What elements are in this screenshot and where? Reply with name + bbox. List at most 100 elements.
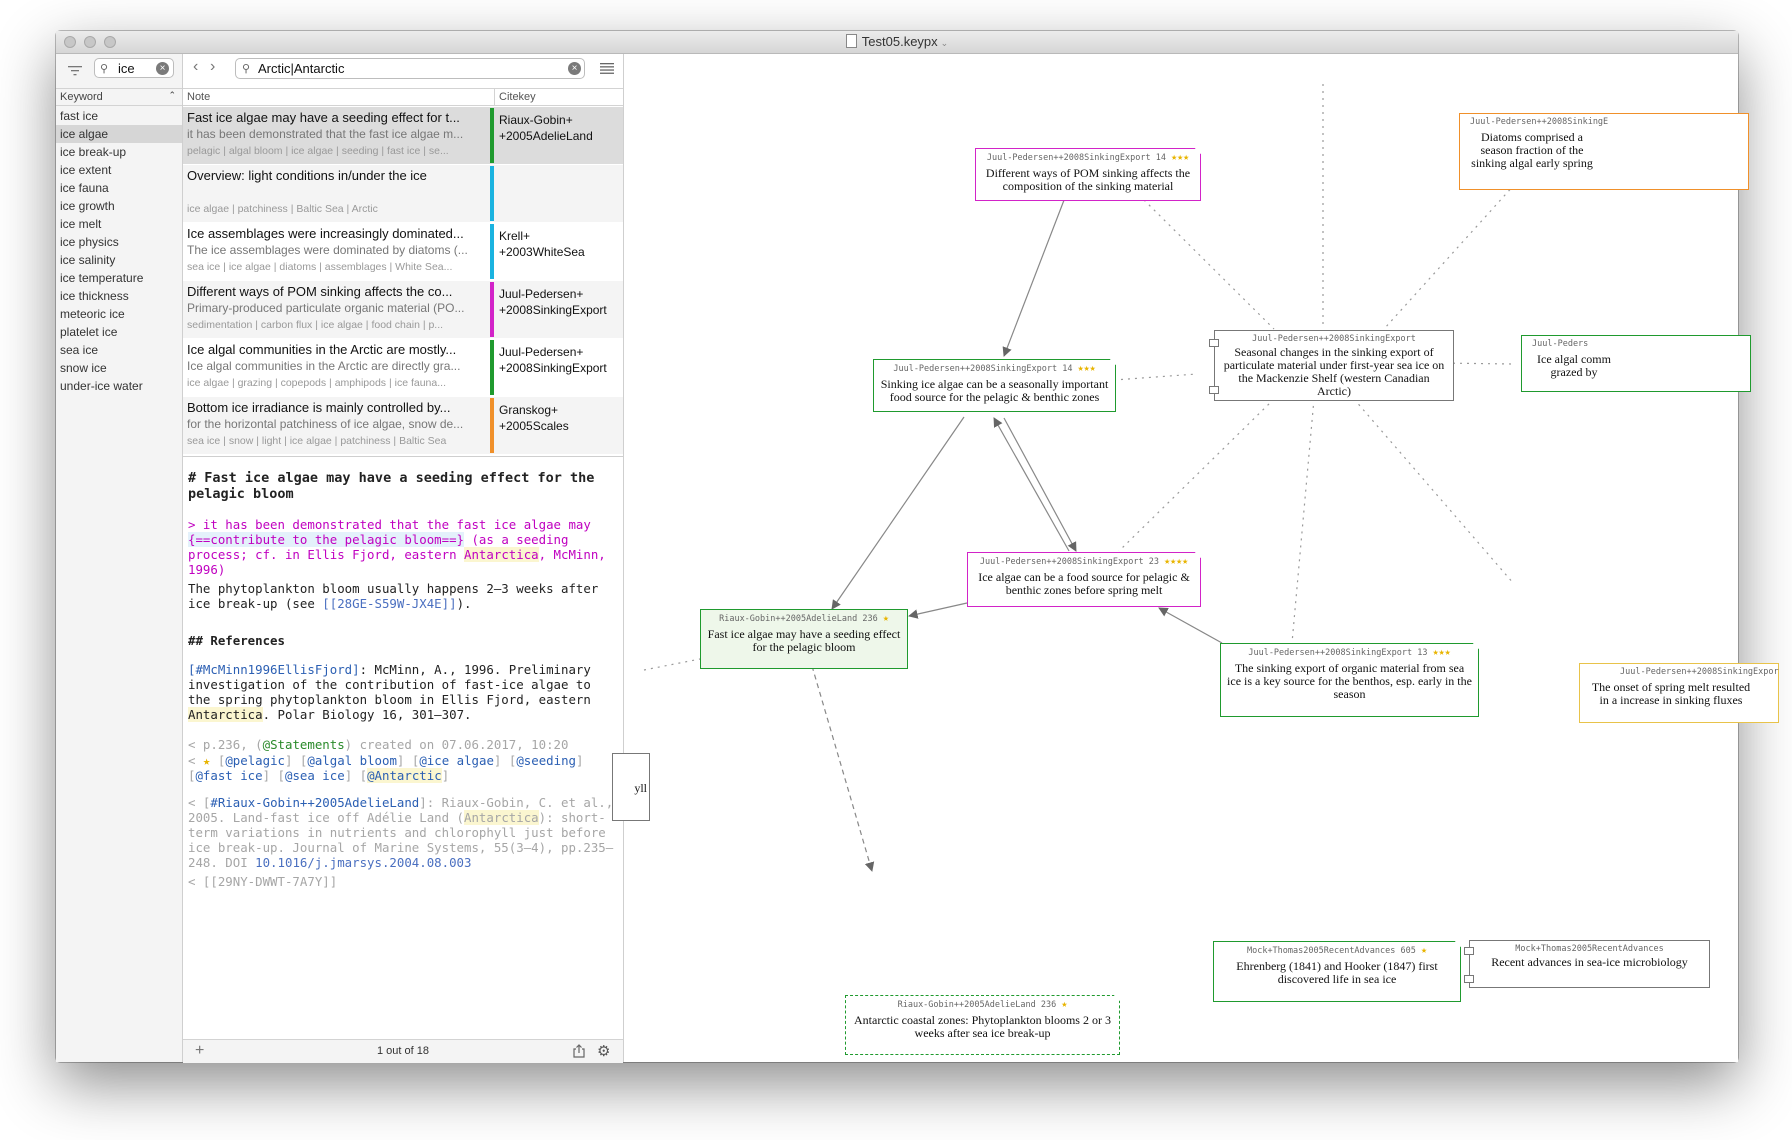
- graph-edge-dotted: [1291, 398, 1315, 644]
- note-link[interactable]: [[28GE-S59W-JX4E]]: [322, 596, 457, 611]
- notes-toolbar: ‹ › ⚲ Arctic|Antarctic ×: [183, 54, 623, 88]
- close-window-button[interactable]: [64, 36, 76, 48]
- note-row[interactable]: Ice assemblages were increasingly domina…: [183, 223, 623, 281]
- keyword-item[interactable]: meteoric ice: [60, 307, 125, 321]
- share-icon[interactable]: [573, 1044, 585, 1058]
- graph-edge-dotted: [1113, 373, 1198, 381]
- keyword-item[interactable]: ice break-up: [60, 145, 127, 159]
- note-color-label: [490, 224, 494, 279]
- reference-entry: [#McMinn1996EllisFjord]: McMinn, A., 199…: [188, 662, 599, 722]
- graph-edge: [1003, 417, 1077, 552]
- graph-edge: [1158, 607, 1223, 644]
- keyword-item[interactable]: ice thickness: [60, 289, 129, 303]
- star-rating: ★★★: [1077, 363, 1096, 374]
- graph-edge: [831, 416, 965, 610]
- star-rating: ★: [1420, 945, 1428, 956]
- window-title[interactable]: Test05.keypx⌄: [56, 34, 1738, 49]
- note-row[interactable]: Overview: light conditions in/under the …: [183, 165, 623, 223]
- keyword-search-input[interactable]: ⚲ ice ×: [94, 58, 174, 78]
- note-color-label: [490, 166, 494, 221]
- sort-ascending-icon: ⌃: [168, 90, 176, 100]
- graph-node-seasonal-changes[interactable]: Juul-Pedersen++2008SinkingExport Seasona…: [1209, 330, 1454, 401]
- chevron-down-icon: ⌄: [940, 38, 949, 48]
- star-rating: ★★★: [1171, 152, 1190, 163]
- graph-node-ehrenberg[interactable]: Mock+Thomas2005RecentAdvances 605 ★ Ehre…: [1213, 940, 1462, 1002]
- note-row[interactable]: Ice algal communities in the Arctic are …: [183, 339, 623, 397]
- back-arrow-icon[interactable]: ‹: [193, 58, 199, 75]
- filter-icon[interactable]: [68, 65, 82, 77]
- graph-edge-dotted: [1353, 398, 1515, 585]
- graph-edge: [1002, 194, 1067, 357]
- note-row[interactable]: Different ways of POM sinking affects th…: [183, 281, 623, 339]
- graph-edge-dotted: [1138, 194, 1275, 330]
- add-note-button[interactable]: +: [195, 1042, 205, 1059]
- note-row[interactable]: Bottom ice irradiance is mainly controll…: [183, 397, 623, 455]
- note-paragraph: The phytoplankton bloom usually happens …: [188, 581, 606, 611]
- note-link-line[interactable]: < [[29NY-DWWT-7A7Y]]: [188, 874, 338, 889]
- star-icon: ★: [202, 753, 211, 768]
- document-icon: [845, 34, 857, 48]
- clear-search-icon[interactable]: ×: [568, 62, 581, 75]
- list-view-icon[interactable]: [600, 63, 614, 74]
- graph-node-sinking-export[interactable]: Juul-Pedersen++2008SinkingExport 13 ★★★ …: [1220, 642, 1480, 717]
- keyword-item[interactable]: ice extent: [60, 163, 112, 177]
- note-count: 1 out of 18: [377, 1045, 429, 1057]
- graph-node-fast-ice-selected[interactable]: Riaux-Gobin++2005AdelieLand 236 ★ Fast i…: [700, 609, 908, 669]
- note-color-label: [490, 398, 494, 453]
- graph-node-pom[interactable]: Juul-Pedersen++2008SinkingExport 14 ★★★ …: [975, 147, 1202, 201]
- graph-node-diatoms[interactable]: Juul-Pedersen++2008SinkingE Diatoms comp…: [1459, 113, 1749, 190]
- graph-node-partial[interactable]: yll: [612, 753, 650, 821]
- graph-edge-dotted: [643, 658, 701, 671]
- note-metadata: < p.236, (@Statements) created on 07.06.…: [188, 737, 569, 752]
- keyword-item[interactable]: ice melt: [60, 217, 102, 231]
- keyword-item[interactable]: ice fauna: [60, 181, 109, 195]
- keyword-column-header[interactable]: Keyword ⌃: [56, 88, 182, 106]
- keyword-item-selected[interactable]: ice algae: [56, 125, 182, 143]
- graph-node-spring-melt[interactable]: Juul-Pedersen++2008SinkingExpor The onse…: [1579, 663, 1779, 723]
- graph-node-grazed[interactable]: Juul-Peders Ice algal comm grazed by: [1521, 335, 1751, 392]
- keyword-item[interactable]: ice growth: [60, 199, 115, 213]
- gear-icon[interactable]: ⚙: [597, 1043, 611, 1060]
- doi-link[interactable]: 10.1016/j.jmarsys.2004.08.003: [255, 855, 472, 870]
- note-quote: > it has been demonstrated that the fast…: [188, 517, 614, 577]
- note-color-label: [490, 108, 494, 163]
- graph-edge: [908, 602, 968, 619]
- keyword-list: fast ice ice algae ice break-up ice exte…: [56, 107, 182, 395]
- notes-list: Fast ice algae may have a seeding effect…: [183, 107, 623, 455]
- graph-node-seasonal-food[interactable]: Juul-Pedersen++2008SinkingExport 14 ★★★ …: [873, 358, 1117, 412]
- notes-column-header[interactable]: Note Citekey: [183, 88, 623, 106]
- note-editor[interactable]: # Fast ice algae may have a seeding effe…: [183, 456, 623, 975]
- keyword-item[interactable]: snow ice: [60, 361, 107, 375]
- keyword-item[interactable]: ice physics: [60, 235, 119, 249]
- minimize-window-button[interactable]: [84, 36, 96, 48]
- star-rating: ★★★: [1432, 647, 1451, 658]
- graph-node-recent-advances[interactable]: Mock+Thomas2005RecentAdvances Recent adv…: [1464, 940, 1710, 988]
- keyword-item[interactable]: ice temperature: [60, 271, 144, 285]
- keyword-item[interactable]: platelet ice: [60, 325, 118, 339]
- note-tags: < ★ [@pelagic] [@algal bloom] [@ice alga…: [188, 753, 591, 783]
- note-color-label: [490, 340, 494, 395]
- search-icon: ⚲: [100, 63, 109, 75]
- note-color-label: [490, 282, 494, 337]
- graph-node-food-before-melt[interactable]: Juul-Pedersen++2008SinkingExport 23 ★★★★…: [967, 551, 1202, 607]
- clear-search-icon[interactable]: ×: [156, 62, 169, 75]
- zoom-window-button[interactable]: [104, 36, 116, 48]
- keyword-item[interactable]: fast ice: [60, 109, 99, 123]
- references-heading: ## References: [188, 633, 285, 648]
- note-row[interactable]: Fast ice algae may have a seeding effect…: [183, 107, 623, 165]
- star-rating: ★★★★: [1164, 556, 1189, 567]
- notes-footer: + 1 out of 18 ⚙: [183, 1039, 623, 1063]
- search-icon: ⚲: [242, 63, 251, 75]
- title-bar: Test05.keypx⌄: [56, 31, 1738, 54]
- graph-edge-dashed: [811, 665, 875, 872]
- graph-canvas[interactable]: Juul-Pedersen++2008SinkingExport 14 ★★★ …: [612, 54, 1779, 1062]
- keyword-item[interactable]: ice salinity: [60, 253, 116, 267]
- graph-edge-dotted: [1118, 398, 1275, 552]
- forward-arrow-icon[interactable]: ›: [210, 58, 216, 75]
- graph-edge: [993, 417, 1070, 552]
- note-search-input[interactable]: ⚲ Arctic|Antarctic ×: [235, 58, 585, 79]
- keyword-toolbar: ⚲ ice ×: [56, 54, 182, 88]
- graph-node-coastal[interactable]: Riaux-Gobin++2005AdelieLand 236 ★ Antarc…: [845, 994, 1121, 1055]
- keyword-item[interactable]: under-ice water: [60, 379, 143, 393]
- keyword-item[interactable]: sea ice: [60, 343, 99, 357]
